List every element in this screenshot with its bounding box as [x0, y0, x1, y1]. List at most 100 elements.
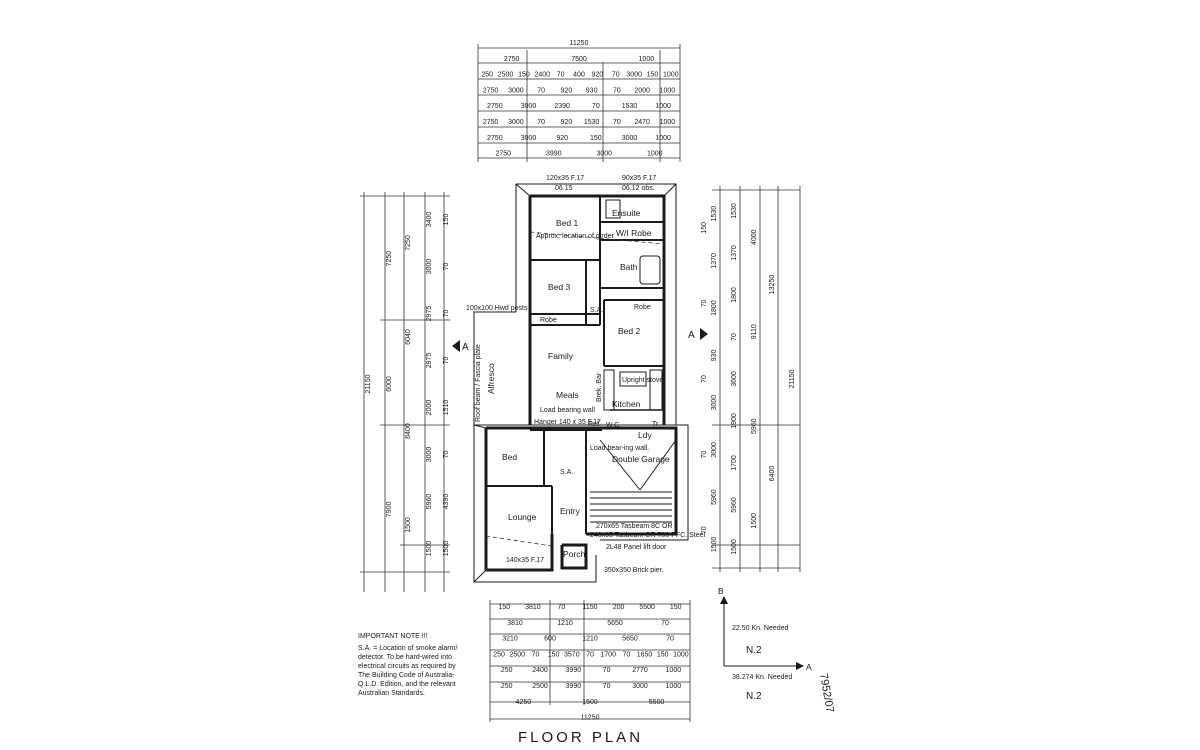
- dimension-value: 150: [670, 604, 682, 611]
- note-brick-pier: 350x350 Brick pier.: [604, 567, 664, 574]
- dimension-value: 70: [612, 72, 620, 79]
- dimension-value: 70: [701, 451, 708, 459]
- dimension-value: 2390: [554, 103, 570, 110]
- dimension-value: 1530: [584, 119, 600, 126]
- dimension-value: 11250: [581, 715, 600, 722]
- dimension-value: 150: [657, 651, 669, 658]
- dimension-value: 70: [622, 651, 630, 658]
- right-dimension-labels: 2115013250640040009110596015001530137018…: [701, 203, 796, 555]
- dimension-value: 7500: [571, 56, 587, 63]
- left-dimension-columns: [360, 192, 450, 592]
- room-bed4: Bed: [502, 452, 517, 462]
- dimension-value: 5960: [731, 497, 738, 513]
- dimension-value: 13250: [769, 275, 776, 295]
- room-family: Family: [548, 351, 574, 361]
- dimension-value: 2750: [483, 87, 499, 94]
- dimension-value: 920: [592, 72, 604, 79]
- dimension-value: 3000: [632, 683, 648, 690]
- dimension-value: 2470: [634, 119, 650, 126]
- dimension-value: 2400: [534, 72, 550, 79]
- room-robe-2: Robe: [634, 304, 651, 311]
- dimension-value: 1000: [660, 119, 676, 126]
- dimension-value: 2500: [498, 72, 514, 79]
- dimension-value: 70: [613, 119, 621, 126]
- section-arrow-right: [700, 328, 708, 340]
- dimension-value: 70: [603, 667, 611, 674]
- room-alfresco: Alfresco: [486, 363, 496, 394]
- dimension-value: 920: [561, 119, 573, 126]
- dimension-value: 70: [443, 263, 450, 271]
- dimension-value: 2000: [426, 400, 433, 416]
- dimension-value: 3000: [508, 87, 524, 94]
- room-ensuite: Ensuite: [612, 208, 641, 218]
- dimension-value: 920: [561, 87, 573, 94]
- dimension-value: 1800: [731, 287, 738, 303]
- dimension-value: 200: [613, 604, 625, 611]
- dimension-value: 1530: [711, 206, 718, 222]
- north-label-a: A: [806, 662, 812, 672]
- dimension-value: 3000: [622, 135, 638, 142]
- dimension-value: 5500: [649, 699, 665, 706]
- dimension-value: 21150: [789, 369, 796, 388]
- dimension-value: 11250: [570, 40, 589, 47]
- dimension-value: 1530: [622, 103, 638, 110]
- dimension-value: 3990: [566, 667, 582, 674]
- right-dimension-columns: [712, 186, 801, 572]
- dimension-value: 5650: [607, 620, 623, 627]
- dimension-value: 70: [557, 72, 565, 79]
- dimension-value: 1370: [731, 245, 738, 261]
- dimension-value: 7250: [405, 235, 412, 251]
- section-arrow-left: [452, 340, 460, 352]
- dimension-value: 5500: [639, 604, 655, 611]
- dimension-value: 5960: [711, 489, 718, 505]
- dimension-value: 150: [701, 222, 708, 234]
- north-label-b: B: [718, 586, 724, 596]
- note-panel-lift: 2L48 Panel lift door: [606, 544, 667, 551]
- dimension-value: 70: [586, 651, 594, 658]
- room-bed3: Bed 3: [548, 282, 570, 292]
- note-upright-stove: Upright stove: [622, 377, 663, 384]
- dimension-value: 1500: [443, 541, 450, 557]
- dimension-value: 3210: [502, 636, 518, 643]
- dimension-value: 1900: [731, 413, 738, 429]
- dimension-value: 1700: [600, 651, 616, 658]
- load-needed-2: 38.274 Kn. Needed: [732, 674, 792, 681]
- dimension-value: 4390: [443, 494, 450, 510]
- dimension-value: 930: [586, 87, 598, 94]
- top-dimension-table: [477, 44, 681, 162]
- dimension-value: 70: [443, 310, 450, 318]
- dimension-value: 70: [731, 333, 738, 341]
- dimension-value: 3000: [711, 442, 718, 458]
- dimension-value: 70: [613, 87, 621, 94]
- note-garage-beam-1: 270x65 Tasbeam 8C OR: [596, 523, 673, 530]
- dimension-value: 1500: [582, 699, 598, 706]
- note-beam-top-left: 120x35 F.17: [546, 175, 584, 182]
- room-porch: Porch: [563, 549, 585, 559]
- dimension-value: 1000: [673, 651, 689, 658]
- dimension-value: 3990: [546, 151, 562, 158]
- dimension-value: 1500: [711, 536, 718, 552]
- room-robe-1: Robe: [540, 317, 557, 324]
- note-beam-top-right: 90x35 F.17: [622, 175, 656, 182]
- dimension-value: 3600: [731, 371, 738, 387]
- dimension-value: 2770: [632, 667, 648, 674]
- room-wi-robe: W/I Robe: [616, 228, 652, 238]
- dimension-value: 3000: [626, 72, 642, 79]
- important-note: IMPORTANT NOTE !!! S.A. = Location of sm…: [358, 633, 457, 697]
- note-brek-bar: Brek. Bar: [596, 372, 603, 402]
- dimension-value: 150: [548, 651, 560, 658]
- dimension-value: 150: [647, 72, 659, 79]
- dimension-value: 6000: [386, 376, 393, 392]
- dimension-value: 70: [701, 526, 708, 534]
- dimension-value: 1000: [647, 151, 663, 158]
- dimension-value: 3400: [426, 212, 433, 228]
- dimension-value: 150: [443, 214, 450, 226]
- dimension-value: 6400: [405, 423, 412, 439]
- note-alfresco-beam: Roof beam / Fascia plate: [475, 344, 482, 422]
- room-entry: Entry: [560, 506, 581, 516]
- dimension-value: 70: [537, 87, 545, 94]
- dimension-value: 930: [711, 349, 718, 361]
- dimension-value: 9110: [751, 324, 758, 339]
